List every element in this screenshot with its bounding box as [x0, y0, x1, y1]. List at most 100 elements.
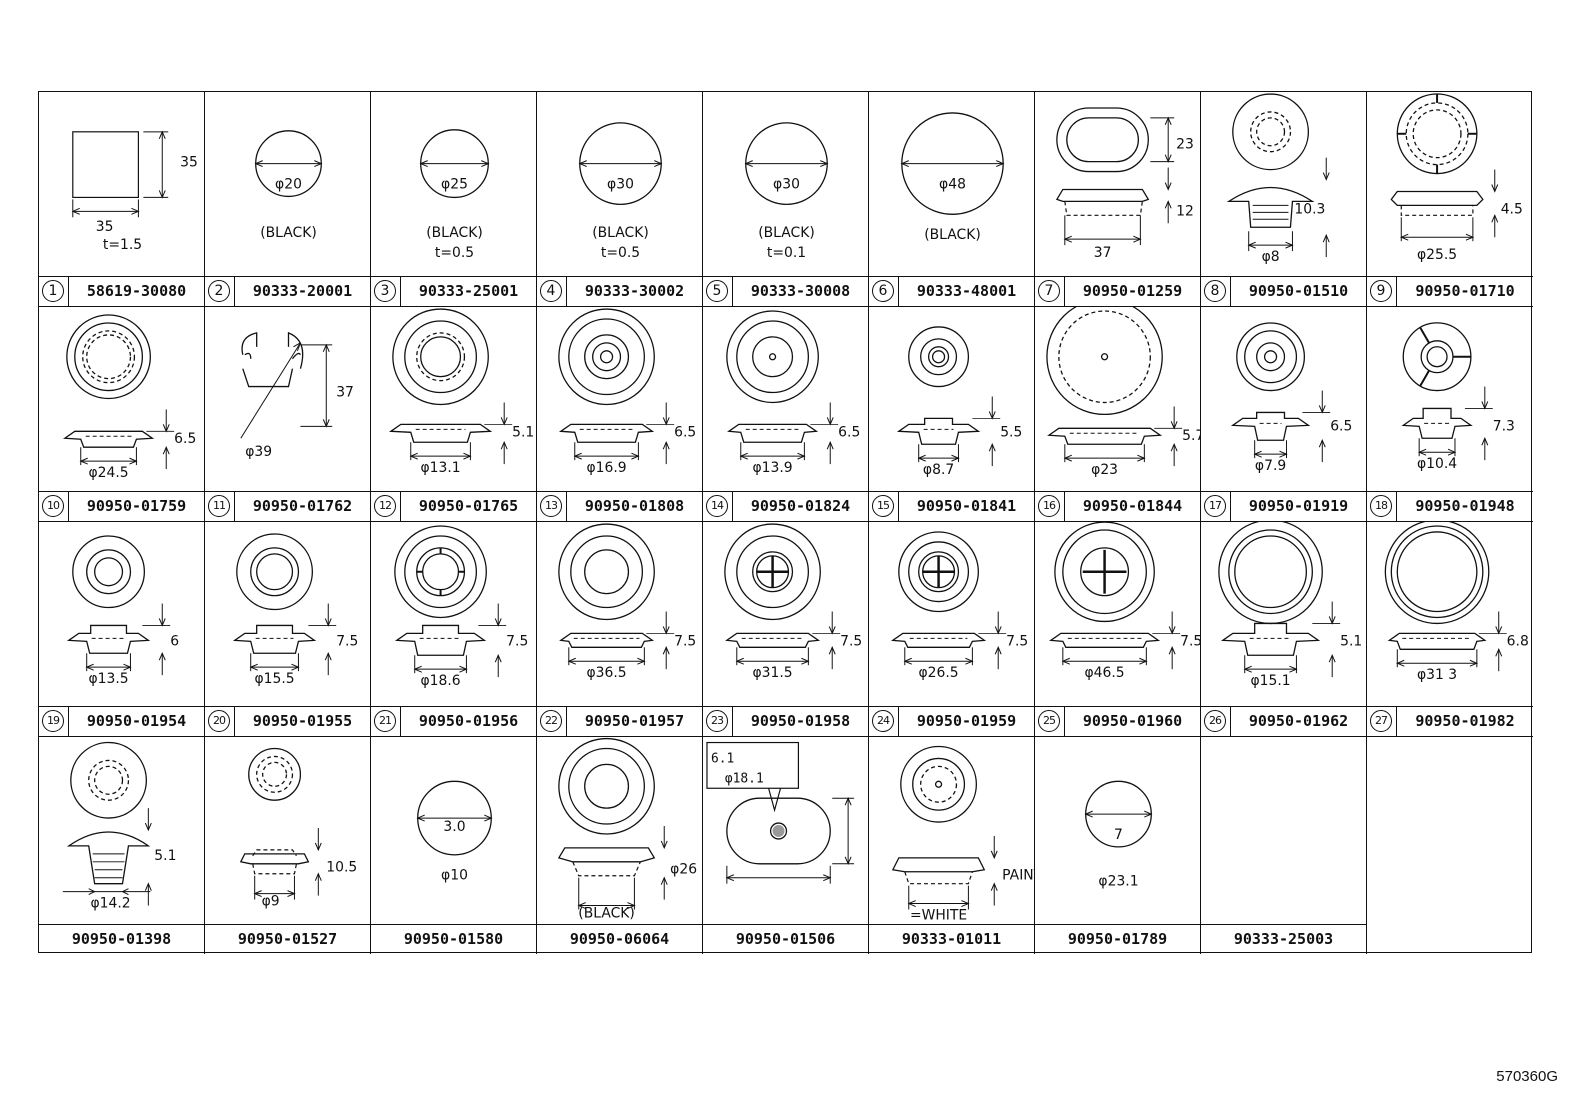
dimension-label: 4.5	[1501, 201, 1523, 217]
dimension-label: φ36.5	[587, 665, 627, 681]
dimension-label: t=0.5	[601, 245, 640, 261]
item-number-badge: 23	[706, 710, 728, 732]
part-number: 90950-01259	[1082, 282, 1183, 300]
dimension-label: (BLACK)	[592, 225, 649, 241]
dimension-label: 10.3	[1294, 201, 1325, 217]
label-divider	[1230, 277, 1231, 306]
dimension-label: 6.5	[838, 424, 860, 440]
label-divider	[1396, 707, 1397, 736]
dimension-label: 3.0	[443, 819, 465, 835]
item-number-badge: 14	[706, 495, 728, 517]
label-divider	[234, 492, 235, 521]
label-divider	[1064, 492, 1065, 521]
part-drawing: 10.3 φ8	[1201, 92, 1366, 276]
dimension-label: φ30	[773, 176, 800, 192]
item-number-badge: 27	[1370, 710, 1392, 732]
dimension-label: φ13.5	[89, 671, 129, 687]
part-label: 90950-01398	[39, 924, 204, 954]
item-number-badge: 1	[42, 280, 64, 302]
dimension-label: φ8	[1262, 249, 1280, 265]
item-number-badge: 8	[1204, 280, 1226, 302]
dimension-label: (BLACK)	[578, 905, 635, 921]
part-number: 90950-01919	[1248, 497, 1349, 515]
part-drawing: φ46.57.5	[1035, 522, 1200, 706]
dimension-label: φ20	[275, 176, 302, 192]
label-divider	[898, 707, 899, 736]
dimension-label: (BLACK)	[426, 225, 483, 241]
part-number: 90950-06064	[569, 930, 670, 948]
diagram-code: 570360G	[1496, 1068, 1558, 1085]
part-number: 90950-01955	[252, 712, 353, 730]
label-divider	[234, 277, 235, 306]
part-number: 90950-01527	[237, 930, 338, 948]
dimension-label: 5.1	[512, 424, 534, 440]
dimension-label: 7	[1114, 827, 1123, 843]
dimension-label: (BLACK)	[260, 225, 317, 241]
item-number-badge: 22	[540, 710, 562, 732]
label-divider	[234, 707, 235, 736]
dimension-label: φ26	[670, 862, 697, 878]
part-drawing: φ30(BLACK)t=0.5	[537, 92, 702, 276]
dimension-label: 6.1	[711, 751, 734, 766]
label-divider	[566, 707, 567, 736]
part-drawing	[1201, 737, 1366, 924]
part-cell	[1367, 737, 1533, 954]
dimension-label: φ10.4	[1417, 456, 1457, 472]
part-label: 90950-06064	[537, 924, 702, 954]
part-label: 90333-01011	[869, 924, 1034, 954]
part-drawing: φ25(BLACK)t=0.5	[371, 92, 536, 276]
part-number: 58619-30080	[86, 282, 187, 300]
part-number: 90950-01954	[86, 712, 187, 730]
dimension-label: t=0.1	[767, 245, 806, 261]
item-number-badge: 26	[1204, 710, 1226, 732]
label-divider	[898, 277, 899, 306]
label-divider	[1230, 707, 1231, 736]
part-number: 90950-01762	[252, 497, 353, 515]
dimension-label: φ48	[939, 176, 966, 192]
item-number-badge: 6	[872, 280, 894, 302]
part-label: 90950-01580	[371, 924, 536, 954]
item-number-badge: 3	[374, 280, 396, 302]
part-cell: 90333-25003	[1201, 737, 1367, 954]
item-number-badge: 11	[208, 495, 230, 517]
part-label: 90333-25003	[1201, 924, 1366, 954]
label-divider	[732, 492, 733, 521]
item-number-badge: 5	[706, 280, 728, 302]
part-drawing: φ48 (BLACK)	[869, 92, 1034, 276]
dimension-label: (BLACK)	[924, 227, 981, 243]
dimension-label: (BLACK)	[758, 225, 815, 241]
label-divider	[732, 277, 733, 306]
dimension-label: 5.7	[1182, 428, 1200, 444]
